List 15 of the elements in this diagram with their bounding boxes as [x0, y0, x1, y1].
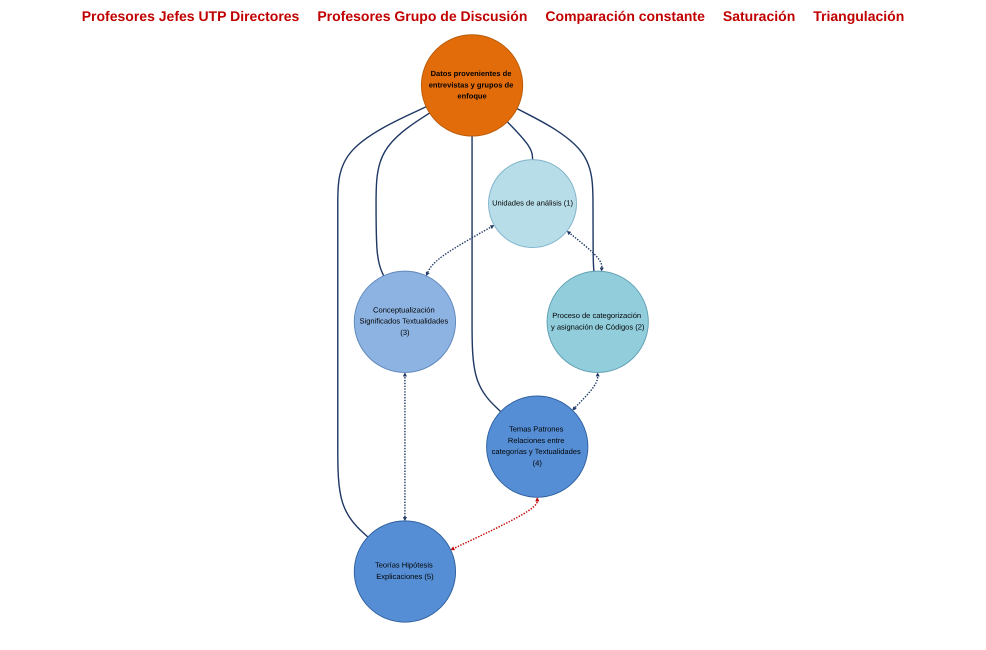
arrow [566, 230, 604, 271]
arrow [450, 496, 540, 550]
arrow [402, 372, 407, 521]
arrow [572, 372, 600, 410]
group-label: Saturación [722, 8, 796, 24]
connector [471, 136, 502, 412]
connector [516, 108, 595, 271]
connector [337, 106, 426, 538]
group-label: Profesores Jefes UTP Directores [82, 8, 300, 24]
group-label: Profesores Grupo de Discusión [317, 8, 528, 24]
group-label: Triangulación [813, 8, 904, 24]
connector [375, 112, 430, 276]
group-label: Comparación constante [545, 8, 705, 24]
connector [506, 120, 534, 160]
arrow [426, 224, 494, 276]
